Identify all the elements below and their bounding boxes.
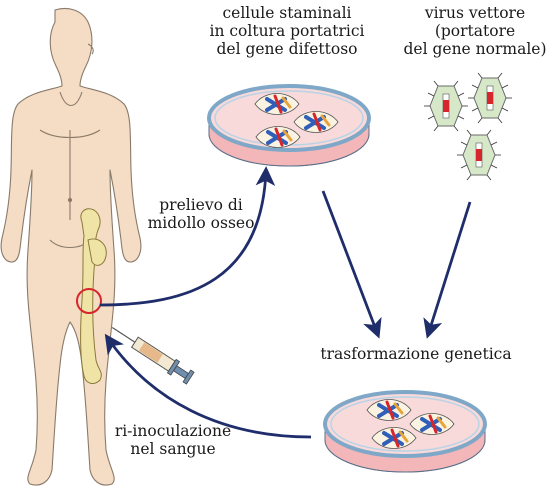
arrows xyxy=(99,166,472,439)
arrow-bone-to-dish xyxy=(99,166,276,307)
human-figure xyxy=(0,7,142,486)
viruses xyxy=(423,72,513,181)
petri-dish-stem-cells xyxy=(207,84,371,167)
virus-icon xyxy=(456,129,502,181)
virus-label: virus vettore (portatore del gene normal… xyxy=(403,4,547,58)
petri-dish-transformed xyxy=(323,390,487,473)
arrow-dish-to-transformation xyxy=(321,190,382,339)
femur-bone xyxy=(80,208,107,384)
syringe-icon xyxy=(111,326,195,385)
bone-marrow-label: prelievo di midollo osseo xyxy=(147,196,255,232)
transformation-label: trasformazione genetica xyxy=(320,345,512,363)
arrow-virus-to-transformation xyxy=(423,201,472,339)
virus-icon xyxy=(467,72,513,124)
virus-icon xyxy=(423,80,469,132)
highlight-circle xyxy=(76,288,102,314)
stem-cells-label: cellule staminali in coltura portatrici … xyxy=(209,4,365,58)
arrow-return-to-body xyxy=(104,333,312,439)
reinoculation-label: ri-inoculazione nel sangue xyxy=(114,422,232,458)
